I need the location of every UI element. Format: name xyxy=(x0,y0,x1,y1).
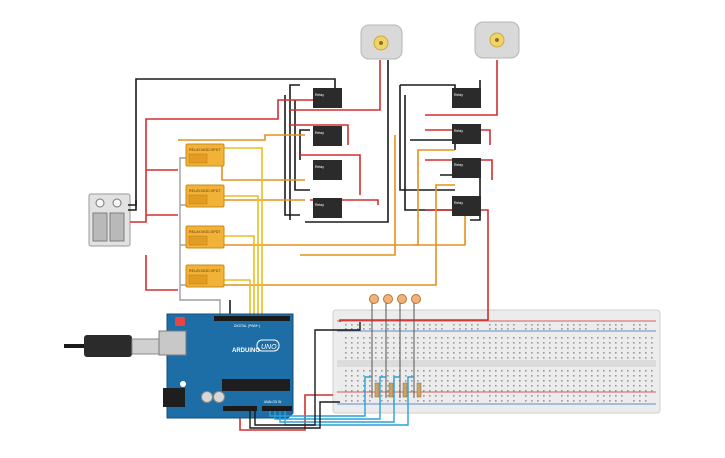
resistor-2 xyxy=(388,382,394,398)
digital-header-label: DIGITAL (PWM~) xyxy=(234,324,260,328)
relay-label: Relay xyxy=(454,163,463,167)
arduino-model: UNO xyxy=(261,344,277,351)
arduino-brand: ARDUINO xyxy=(232,348,260,354)
relay-left-4: Relay xyxy=(313,198,342,218)
breadboard-holes xyxy=(345,324,653,402)
photoresistors xyxy=(369,294,421,398)
relay-label: Relay xyxy=(454,129,463,133)
relay-module-label: RELAY-MOD-SPDT xyxy=(189,148,221,152)
relay-left-2: Relay xyxy=(313,126,342,146)
relay-right-1: Relay xyxy=(452,88,481,108)
relay-module-2: RELAY-MOD-SPDT xyxy=(185,184,225,208)
relay-label: Relay xyxy=(454,93,463,97)
relay-module-label: RELAY-MOD-SPDT xyxy=(189,230,221,234)
ldr-1 xyxy=(369,294,379,398)
ldr-2 xyxy=(383,294,393,398)
resistor-4 xyxy=(416,382,422,398)
relay-label: Relay xyxy=(315,131,324,135)
power-supply xyxy=(88,193,131,247)
breadboard xyxy=(332,309,661,414)
wires-blue xyxy=(269,376,414,426)
relay-label: Relay xyxy=(315,93,324,97)
analog-header-label: ANALOG IN xyxy=(264,400,282,404)
relay-right-2: Relay xyxy=(452,124,481,144)
relay-module-label: RELAY-MOD-SPDT xyxy=(189,189,221,193)
relay-module-label: RELAY-MOD-SPDT xyxy=(189,269,221,273)
relay-module-4: RELAY-MOD-SPDT xyxy=(185,264,225,288)
ldr-3 xyxy=(397,294,407,398)
relay-label: Relay xyxy=(315,203,324,207)
wires-gray xyxy=(179,157,221,316)
arduino-uno: DIGITAL (PWM~) ARDUINO UNO ANALOG IN xyxy=(158,313,294,419)
relay-label: Relay xyxy=(315,165,324,169)
relay-module-1: RELAY-MOD-SPDT xyxy=(185,143,225,167)
relay-right-4: Relay xyxy=(452,196,481,216)
resistor-1 xyxy=(374,382,380,398)
dc-motor-1 xyxy=(360,24,403,60)
relay-module-3: RELAY-MOD-SPDT xyxy=(185,225,225,249)
relay-label: Relay xyxy=(454,201,463,205)
wires-yellow xyxy=(218,147,263,316)
dc-motor-2 xyxy=(474,21,520,59)
relay-right-3: Relay xyxy=(452,158,481,178)
usb-cable xyxy=(64,335,163,357)
relay-left-1: Relay xyxy=(313,88,342,108)
relay-left-3: Relay xyxy=(313,160,342,180)
resistor-3 xyxy=(402,382,408,398)
resistors xyxy=(374,382,422,398)
wires-black-breadboard xyxy=(249,322,361,429)
ldr-4 xyxy=(411,294,421,398)
